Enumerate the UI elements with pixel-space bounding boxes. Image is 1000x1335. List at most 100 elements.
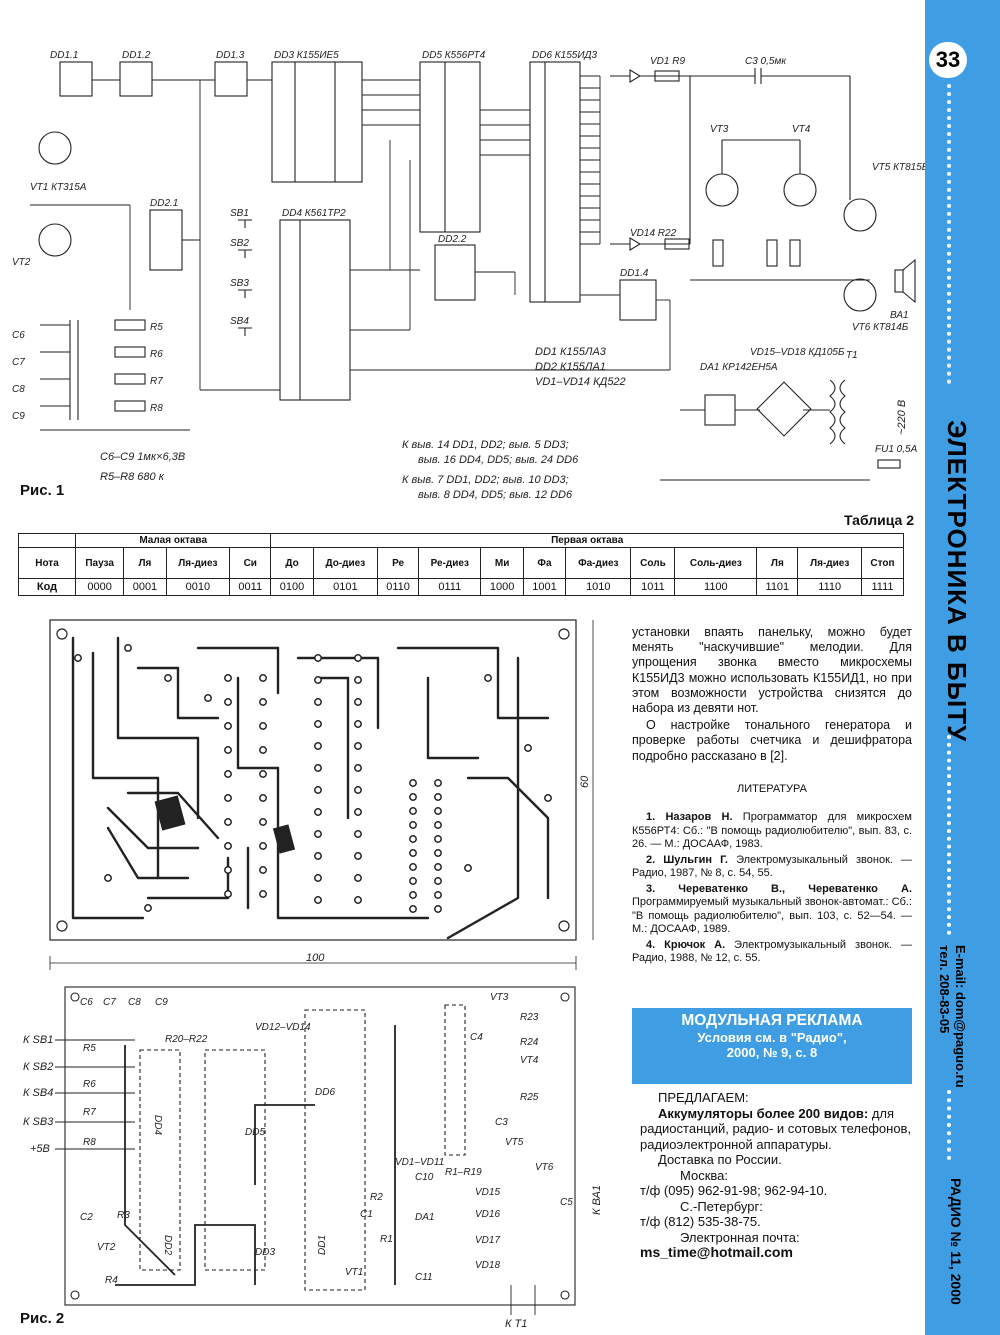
bridge-vd15-vd18 xyxy=(756,381,812,437)
chip-dd3 xyxy=(271,61,363,183)
note-code-cell: 0101 xyxy=(312,578,378,596)
to-transformer-label: К Т1 xyxy=(505,1318,527,1330)
svg-text:DD1.3: DD1.3 xyxy=(216,50,245,61)
transistor-vt1 xyxy=(38,131,72,165)
svg-text:DD2.2: DD2.2 xyxy=(438,234,467,245)
solder-pad xyxy=(314,676,322,684)
svg-text:DA1 КР142ЕН5А: DA1 КР142ЕН5А xyxy=(700,362,778,373)
svg-text:SB3: SB3 xyxy=(230,278,249,289)
fuse-fu1 xyxy=(877,459,901,469)
solder-pad xyxy=(464,864,472,872)
solder-pad xyxy=(104,874,112,882)
svg-text:DA1: DA1 xyxy=(415,1212,434,1223)
gate-dd2-1 xyxy=(149,209,183,271)
svg-text:C7: C7 xyxy=(103,997,116,1008)
svg-text:SB4: SB4 xyxy=(230,316,249,327)
note-code-cell: 0010 xyxy=(165,578,231,596)
svg-text:R20–R22: R20–R22 xyxy=(165,1034,208,1045)
note-code-cell: 1000 xyxy=(480,578,524,596)
group-first-octave: Первая октава xyxy=(270,533,904,548)
svg-text:DD1.1: DD1.1 xyxy=(50,50,78,61)
svg-text:C4: C4 xyxy=(470,1032,483,1043)
solder-pad xyxy=(314,874,322,882)
note-name-cell: Фа xyxy=(522,547,567,579)
regulator-da1 xyxy=(704,394,736,426)
svg-text:R1–R19: R1–R19 xyxy=(445,1167,482,1178)
input-label: К SB2 xyxy=(23,1061,53,1073)
fig1-label: Рис. 1 xyxy=(20,482,65,499)
svg-text:C6: C6 xyxy=(80,997,93,1008)
solder-pad xyxy=(204,694,212,702)
svg-text:C5: C5 xyxy=(560,1197,573,1208)
ad-email-link[interactable]: ms_time@hotmail.com xyxy=(640,1244,793,1260)
note-name-cell: Стоп xyxy=(860,547,905,579)
reference-item: 1. Назаров Н. Программатор для микросхем… xyxy=(632,811,912,851)
mains-label: ~220 В xyxy=(896,400,908,435)
svg-text:VT4: VT4 xyxy=(792,124,811,135)
solder-pad xyxy=(224,794,232,802)
note-name-cell: Ля xyxy=(123,547,167,579)
note-name-cell: Ля xyxy=(756,547,799,579)
solder-pad xyxy=(259,770,267,778)
svg-text:C1: C1 xyxy=(360,1209,373,1220)
svg-text:DD3: DD3 xyxy=(255,1247,275,1258)
solder-pad xyxy=(224,746,232,754)
transistor-vt3 xyxy=(705,173,739,207)
solder-pad xyxy=(434,863,442,871)
gate-dd1-4 xyxy=(619,279,657,321)
ad-header: МОДУЛЬНАЯ РЕКЛАМА Условия см. в "Радио",… xyxy=(632,1008,912,1084)
svg-text:R24: R24 xyxy=(520,1037,539,1048)
fig1-note: VD1–VD14 КД522 xyxy=(535,376,626,388)
svg-text:SB1: SB1 xyxy=(230,208,249,219)
svg-text:C10: C10 xyxy=(415,1172,434,1183)
ad-city: Москва: xyxy=(680,1167,728,1183)
to-speaker-label: К ВА1 xyxy=(591,1185,603,1215)
solder-pad xyxy=(314,830,322,838)
svg-text:C8: C8 xyxy=(128,997,141,1008)
solder-pad xyxy=(259,866,267,874)
table-corner xyxy=(18,533,76,548)
svg-text:FU1 0,5А: FU1 0,5А xyxy=(875,444,918,455)
speaker-ba1 xyxy=(894,269,904,293)
note-code-cell: 0100 xyxy=(270,578,314,596)
gate-dd2-2 xyxy=(434,244,476,301)
solder-pad xyxy=(434,905,442,913)
solder-pad xyxy=(409,877,417,885)
solder-pad xyxy=(259,818,267,826)
solder-pad xyxy=(124,644,132,652)
reference-item: 2. Шульгин Г. Электромузыкальный звонок.… xyxy=(632,853,913,880)
svg-text:C9: C9 xyxy=(155,997,168,1008)
button-sb3 xyxy=(238,289,252,298)
solder-pad xyxy=(354,764,362,772)
pad-block xyxy=(272,824,296,854)
note-code-cell: 0110 xyxy=(376,578,420,596)
note-name-cell: Соль xyxy=(630,547,676,579)
solder-pad xyxy=(314,896,322,904)
solder-pad xyxy=(484,674,492,682)
svg-text:R6: R6 xyxy=(83,1079,96,1090)
svg-text:VD12–VD14: VD12–VD14 xyxy=(255,1022,311,1033)
solder-pad xyxy=(409,821,417,829)
note-code-cell: 1111 xyxy=(860,578,905,596)
solder-pad xyxy=(409,835,417,843)
ad-offer: ПРЕДЛАГАЕМ: xyxy=(658,1090,749,1105)
solder-pad xyxy=(354,676,362,684)
literature-title: ЛИТЕРАТУРА xyxy=(737,782,807,795)
solder-pad xyxy=(354,808,362,816)
solder-pad xyxy=(434,793,442,801)
note-name-cell: Ре-диез xyxy=(418,547,482,579)
solder-pad xyxy=(409,891,417,899)
svg-text:DD1.2: DD1.2 xyxy=(122,50,151,61)
solder-pad xyxy=(409,807,417,815)
svg-text:DD2: DD2 xyxy=(162,1235,173,1255)
svg-text:DD1.4: DD1.4 xyxy=(620,268,649,279)
solder-pad xyxy=(224,674,232,682)
note-code-cell: 0011 xyxy=(229,578,272,596)
solder-pad xyxy=(409,779,417,787)
gate-dd1-3 xyxy=(214,61,248,97)
chip-dd4 xyxy=(279,219,351,401)
ad-delivery: Доставка по России. xyxy=(658,1152,782,1167)
solder-pad xyxy=(259,890,267,898)
solder-pad xyxy=(354,654,362,662)
